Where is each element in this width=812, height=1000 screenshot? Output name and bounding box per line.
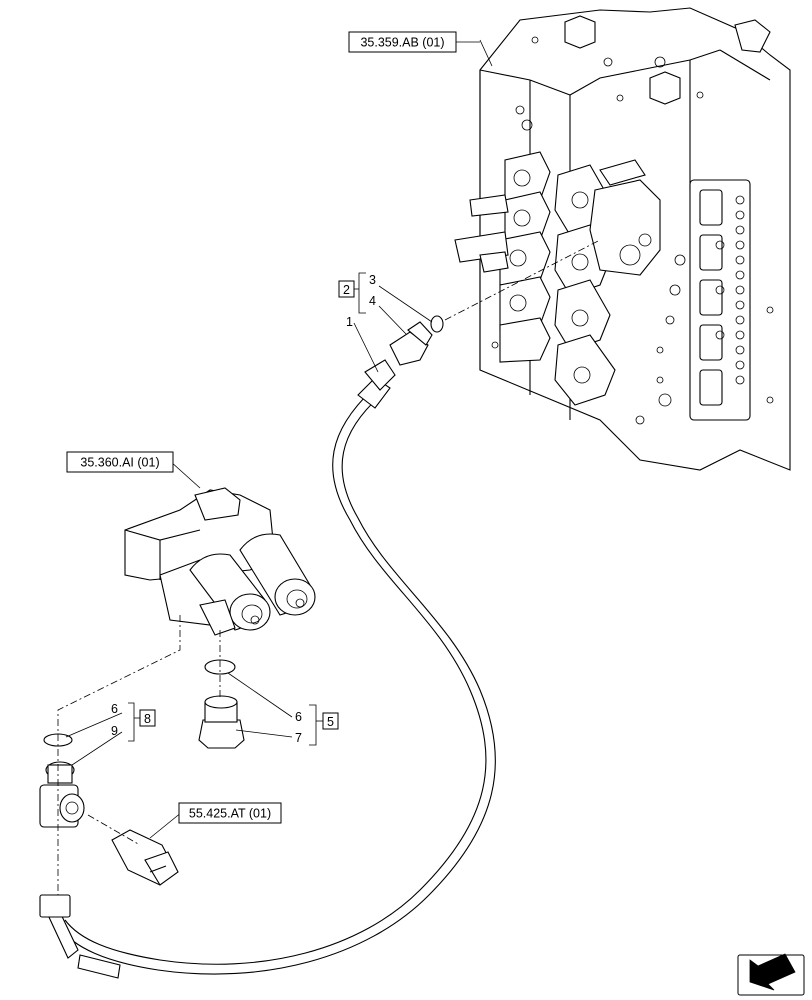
kit-8-label: 8: [144, 712, 151, 726]
ref-box-solenoid[interactable]: 35.360.AI (01): [66, 451, 174, 473]
solenoid-valve: [124, 487, 316, 636]
callout-1: 1: [346, 315, 353, 329]
ref-box-sensor[interactable]: 55.425.AT (01): [178, 802, 282, 824]
assembly-lines: [57, 239, 601, 895]
callout-3: 3: [369, 273, 376, 287]
callout-6-left: 6: [111, 702, 118, 716]
ref-label-valve-block[interactable]: 35.359.AB (01): [360, 36, 444, 50]
ref-box-valve-block[interactable]: 35.359.AB (01): [348, 31, 480, 53]
leader-lines: [65, 39, 493, 839]
hydraulic-hose: [39, 359, 496, 979]
adapter-fitting: [389, 321, 433, 366]
arrow-navigation-icon[interactable]: [737, 953, 805, 996]
callout-4: 4: [369, 294, 376, 308]
callout-6-right: 6: [295, 710, 302, 724]
ref-label-solenoid[interactable]: 35.360.AI (01): [80, 456, 159, 470]
callout-7: 7: [295, 731, 302, 745]
kit-2: 2: [338, 272, 366, 314]
kit-2-label: 2: [343, 283, 350, 297]
kit-5-label: 5: [327, 715, 334, 729]
pressure-sensor: [111, 829, 179, 886]
kit-8: 8: [128, 702, 156, 742]
callout-9: 9: [111, 724, 118, 738]
ref-label-sensor[interactable]: 55.425.AT (01): [189, 807, 271, 821]
kit-5: 5: [309, 704, 339, 746]
plug: [198, 695, 245, 749]
tee-fitting: [39, 761, 85, 828]
o-ring-3: [430, 315, 444, 333]
control-valve-block: [454, 7, 791, 471]
